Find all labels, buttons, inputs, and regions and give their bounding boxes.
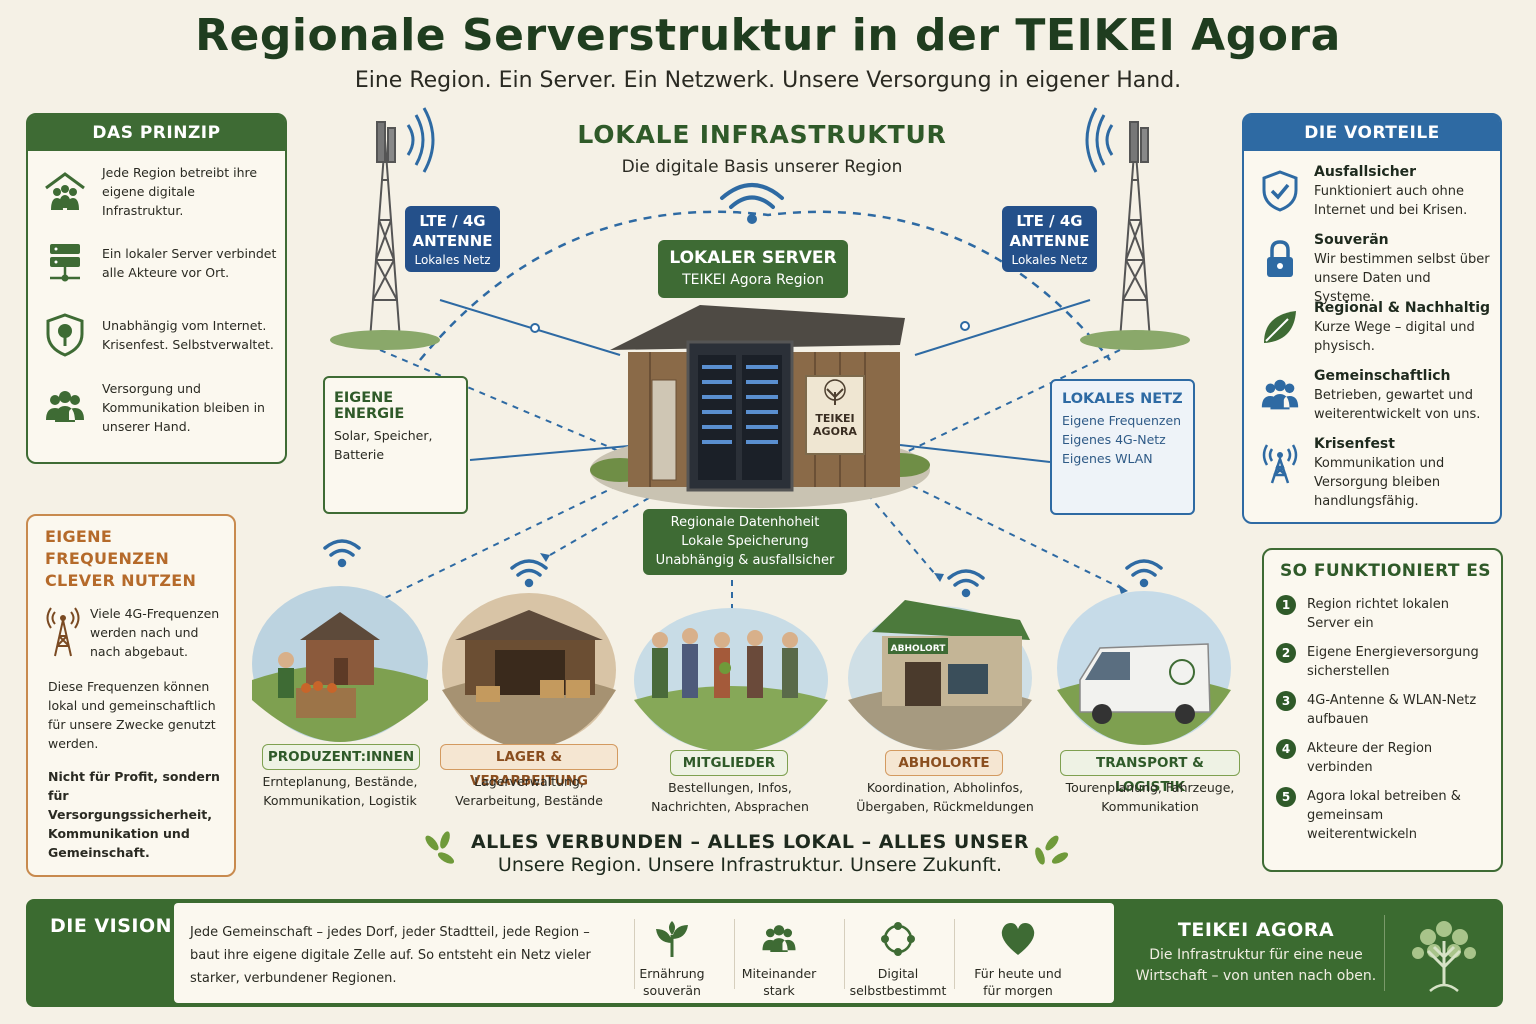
network-heading: LOKALES NETZ	[1062, 391, 1183, 407]
principle-item: Ein lokaler Server verbindet alle Akteur…	[28, 227, 285, 299]
advantages-heading: DIE VORTEILE	[1244, 115, 1500, 151]
frequencies-text-3: Nicht für Profit, sondern für Versorgung…	[48, 769, 220, 860]
server-sign: TEIKEI AGORA	[813, 412, 857, 438]
members-illustration	[634, 608, 828, 752]
center-subheading: Die digitale Basis unserer Region	[621, 157, 903, 177]
vision-text: Jede Gemeinschaft – jedes Dorf, jeder St…	[190, 925, 591, 986]
people-icon	[46, 391, 84, 422]
network-box: LOKALES NETZ Eigene Frequenzen Eigenes 4…	[1050, 379, 1195, 515]
frequencies-heading: EIGENE FREQUENZEN CLEVER NUTZEN	[45, 527, 197, 590]
group-label-producers: PRODUZENT:INNEN	[262, 744, 420, 770]
tagline-sub: Unsere Region. Unsere Infrastruktur. Uns…	[497, 854, 1003, 876]
brand-text: Die Infrastruktur für eine neue Wirtscha…	[1135, 947, 1377, 984]
group-label-members: MITGLIEDER	[670, 750, 788, 776]
network-line: Eigenes WLAN	[1062, 451, 1153, 466]
page-title: Regionale Serverstruktur in der TEIKEI A…	[195, 10, 1341, 61]
group-desc: Lagerverwaltung,Verarbeitung, Bestände	[455, 774, 603, 808]
pickup-sign-label: ABHOLORT	[891, 644, 947, 654]
network-line: Eigene Frequenzen	[1062, 413, 1182, 428]
principle-text: Versorgung und Kommunikation bleiben in …	[102, 380, 265, 434]
people-icon	[1261, 379, 1299, 410]
principle-item: Jede Region betreibt ihre eigene digital…	[28, 155, 285, 227]
group-label-pickup: ABHOLORTE	[885, 750, 1003, 776]
lock-icon	[1267, 240, 1293, 277]
vision-bar: DIE VISION Jede Gemeinschaft – jedes Dor…	[26, 899, 1503, 1007]
principle-text: Unabhängig vom Internet. Krisenfest. Sel…	[102, 318, 274, 352]
brand-name: TEIKEI AGORA	[1177, 919, 1335, 941]
center-heading: LOKALE INFRASTRUKTUR	[577, 120, 947, 149]
frequencies-panel: EIGENE FREQUENZEN CLEVER NUTZEN Viele 4G…	[26, 514, 236, 877]
transport-illustration	[1057, 591, 1231, 745]
community-house-icon	[45, 172, 85, 210]
frequencies-text-2: Diese Frequenzen können lokal und gemein…	[48, 679, 216, 751]
pickup-illustration: ABHOLORT	[848, 600, 1032, 750]
plant-icon	[656, 921, 688, 957]
antenna-signal-icon	[1262, 444, 1298, 484]
vision-heading: DIE VISION	[50, 915, 173, 937]
principle-panel: DAS PRINZIP Jede Region betreibt ihre ei…	[26, 113, 287, 464]
page-subtitle: Eine Region. Ein Server. Ein Netzwerk. U…	[354, 68, 1182, 93]
group-desc: Ernteplanung, Bestände,Kommunikation, Lo…	[262, 774, 418, 808]
producers-illustration	[252, 586, 428, 742]
antenna-label-left: LTE / 4G ANTENNE Lokales Netz	[405, 206, 500, 272]
principle-heading: DAS PRINZIP	[28, 115, 285, 151]
network-circle-icon	[881, 922, 915, 956]
antenna-tower-left	[369, 121, 401, 341]
vision-content: Jede Gemeinschaft – jedes Dorf, jeder St…	[174, 903, 1114, 1003]
group-label-storage: LAGER & VERARBEITUNG	[440, 744, 618, 789]
energy-box: EIGENE ENERGIE Solar, Speicher, Batterie	[323, 376, 468, 514]
group-desc: Koordination, Abholinfos,Übergaben, Rück…	[856, 780, 1034, 814]
principle-item: Versorgung und Kommunikation bleiben in …	[28, 371, 285, 443]
heart-icon	[1001, 923, 1035, 955]
server-icon	[50, 244, 80, 282]
energy-text: Solar, Speicher, Batterie	[334, 428, 433, 462]
antenna-tower-right	[1119, 121, 1151, 341]
principle-item: Unabhängig vom Internet. Krisenfest. Sel…	[28, 299, 285, 371]
antenna-label-right: LTE / 4G ANTENNE Lokales Netz	[1002, 206, 1097, 272]
server-hut	[590, 305, 930, 508]
group-desc: Bestellungen, Infos,Nachrichten, Absprac…	[651, 780, 809, 814]
how-heading: SO FUNKTIONIERT ES	[1280, 561, 1491, 581]
frequencies-text-1: Viele 4G-Frequenzen werden nach und nach…	[90, 606, 220, 659]
tree-logo-icon	[1412, 921, 1476, 992]
leaf-icon	[1264, 311, 1296, 343]
group-desc: Tourenplanung, Fahrzeuge,Kommunikation	[1065, 780, 1235, 814]
storage-illustration	[442, 593, 616, 748]
center-heading-block: LOKALE INFRASTRUKTUR Die digitale Basis …	[512, 120, 1012, 177]
tagline-main: ALLES VERBUNDEN – ALLES LOKAL – ALLES UN…	[470, 831, 1030, 853]
data-sovereignty-box: Regionale Datenhoheit Lokale Speicherung…	[643, 509, 847, 575]
server-label: LOKALER SERVER TEIKEI Agora Region	[658, 240, 848, 298]
antenna-tower-icon	[46, 607, 80, 657]
shield-check-icon	[1262, 170, 1298, 212]
shield-tree-icon	[46, 313, 84, 357]
group-label-transport: TRANSPORT & LOGISTIK	[1060, 750, 1240, 795]
network-line: Eigenes 4G-Netz	[1062, 432, 1166, 447]
principle-text: Jede Region betreibt ihre eigene digital…	[102, 164, 258, 218]
principle-text: Ein lokaler Server verbindet alle Akteur…	[102, 246, 277, 280]
people-icon	[762, 925, 796, 953]
energy-heading: EIGENE ENERGIE	[334, 390, 405, 422]
